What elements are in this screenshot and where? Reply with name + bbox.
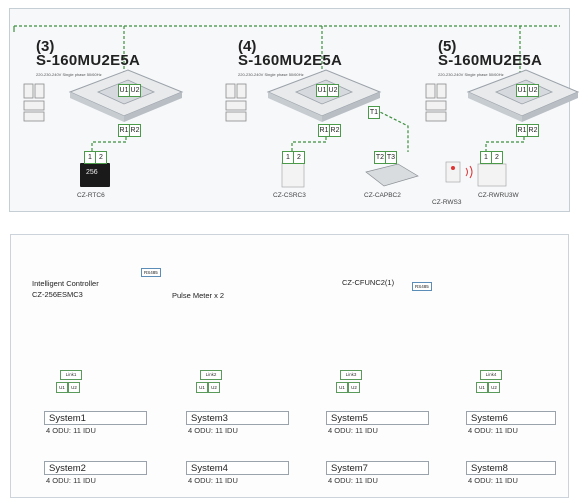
unit-model-3: S-160MU2E5A	[36, 52, 141, 69]
controller-model: CZ-256ESMC3	[32, 290, 83, 299]
link-box-4: Link4	[480, 370, 502, 380]
bus-wire-drops	[123, 26, 521, 90]
terminal-r2-5: R2	[527, 124, 539, 137]
pulse-meter-label: Pulse Meter x 2	[172, 291, 225, 300]
terminal-r1-4: R1	[318, 124, 330, 137]
breaker-panels	[23, 83, 447, 122]
link-box-2: Link2	[200, 370, 222, 380]
remote-rtc6-shape	[80, 163, 110, 187]
system-box-5: System5	[326, 411, 429, 425]
controller-label-4b: CZ-CAPBC2	[364, 192, 401, 199]
rs485-port-a: RS485	[141, 268, 161, 277]
system-detail-2: 4 ODU: 11 IDU	[46, 476, 96, 485]
link2-u2: U2	[208, 382, 220, 393]
controller-label-4: CZ-CSRC3	[273, 192, 306, 199]
unit-model-4: S-160MU2E5A	[238, 52, 343, 69]
system-box-2: System2	[44, 461, 147, 475]
terminal-t1-4: T1	[368, 106, 380, 119]
unit-number-4: (4)	[238, 38, 257, 55]
system-box-3: System3	[186, 411, 289, 425]
remote-term-2-4: 2	[293, 151, 305, 164]
rs485-port-b: RS485	[412, 282, 432, 291]
terminal-u2-5: U2	[527, 84, 539, 97]
link3-u1: U1	[336, 382, 348, 393]
system-box-1: System1	[44, 411, 147, 425]
system-detail-8: 4 ODU: 11 IDU	[468, 476, 518, 485]
unit-number-3: (3)	[36, 38, 55, 55]
terminal-r2-3: R2	[129, 124, 141, 137]
system-box-8: System8	[466, 461, 556, 475]
interface-model: CZ-CFUNC2(1)	[342, 278, 395, 287]
terminal-u2-3: U2	[129, 84, 141, 97]
rwru3w-shape	[477, 163, 507, 187]
remote-term-1-3: 1	[84, 151, 96, 164]
remote-term-2-5: 2	[491, 151, 503, 164]
remote-wire-4	[291, 132, 327, 152]
terminal-r1-5: R1	[516, 124, 528, 137]
link1-u2: U2	[68, 382, 80, 393]
link1-u1: U1	[56, 382, 68, 393]
controller-label-3: CZ-RTC6	[77, 192, 105, 199]
controller-title: Intelligent Controller	[32, 279, 99, 288]
system-detail-6: 4 ODU: 11 IDU	[468, 426, 518, 435]
link-box-3: Link3	[340, 370, 362, 380]
rws3-led	[451, 166, 455, 170]
rws3-shape	[445, 161, 461, 183]
capbc2-shape	[365, 163, 419, 187]
wireless-signal-icon	[465, 165, 473, 179]
terminal-u2-4: U2	[327, 84, 339, 97]
link2-u1: U1	[196, 382, 208, 393]
system-detail-7: 4 ODU: 11 IDU	[328, 476, 378, 485]
remote-wire-3	[91, 132, 127, 152]
system-detail-3: 4 ODU: 11 IDU	[188, 426, 238, 435]
system-box-4: System4	[186, 461, 289, 475]
link4-u2: U2	[488, 382, 500, 393]
capbc-wire	[375, 109, 409, 152]
unit-spec-5: 220-230-240V Single phase 50/60Hz	[438, 72, 504, 77]
system-detail-5: 4 ODU: 11 IDU	[328, 426, 378, 435]
terminal-r1-3: R1	[118, 124, 130, 137]
remote-display: 256	[86, 169, 98, 176]
link-box-1: Link1	[60, 370, 82, 380]
system-box-7: System7	[326, 461, 429, 475]
unit-spec-4: 220-230-240V Single phase 50/60Hz	[238, 72, 304, 77]
controller-label-5: CZ-RWRU3W	[478, 192, 519, 199]
controller-label-5b: CZ-RWS3	[432, 199, 462, 206]
system-box-6: System6	[466, 411, 556, 425]
capbc-term-2: T3	[385, 151, 397, 164]
remote-term-2-3: 2	[95, 151, 107, 164]
link3-u2: U2	[348, 382, 360, 393]
unit-model-5: S-160MU2E5A	[438, 52, 543, 69]
system-detail-1: 4 ODU: 11 IDU	[46, 426, 96, 435]
unit-number-5: (5)	[438, 38, 457, 55]
terminal-r2-4: R2	[329, 124, 341, 137]
bottom-network-panel	[10, 234, 569, 498]
remote-csrc3-shape	[281, 162, 305, 188]
remote-wire-5	[485, 132, 525, 152]
link4-u1: U1	[476, 382, 488, 393]
system-detail-4: 4 ODU: 11 IDU	[188, 476, 238, 485]
unit-spec-3: 220-230-240V Single phase 50/60Hz	[36, 72, 102, 77]
